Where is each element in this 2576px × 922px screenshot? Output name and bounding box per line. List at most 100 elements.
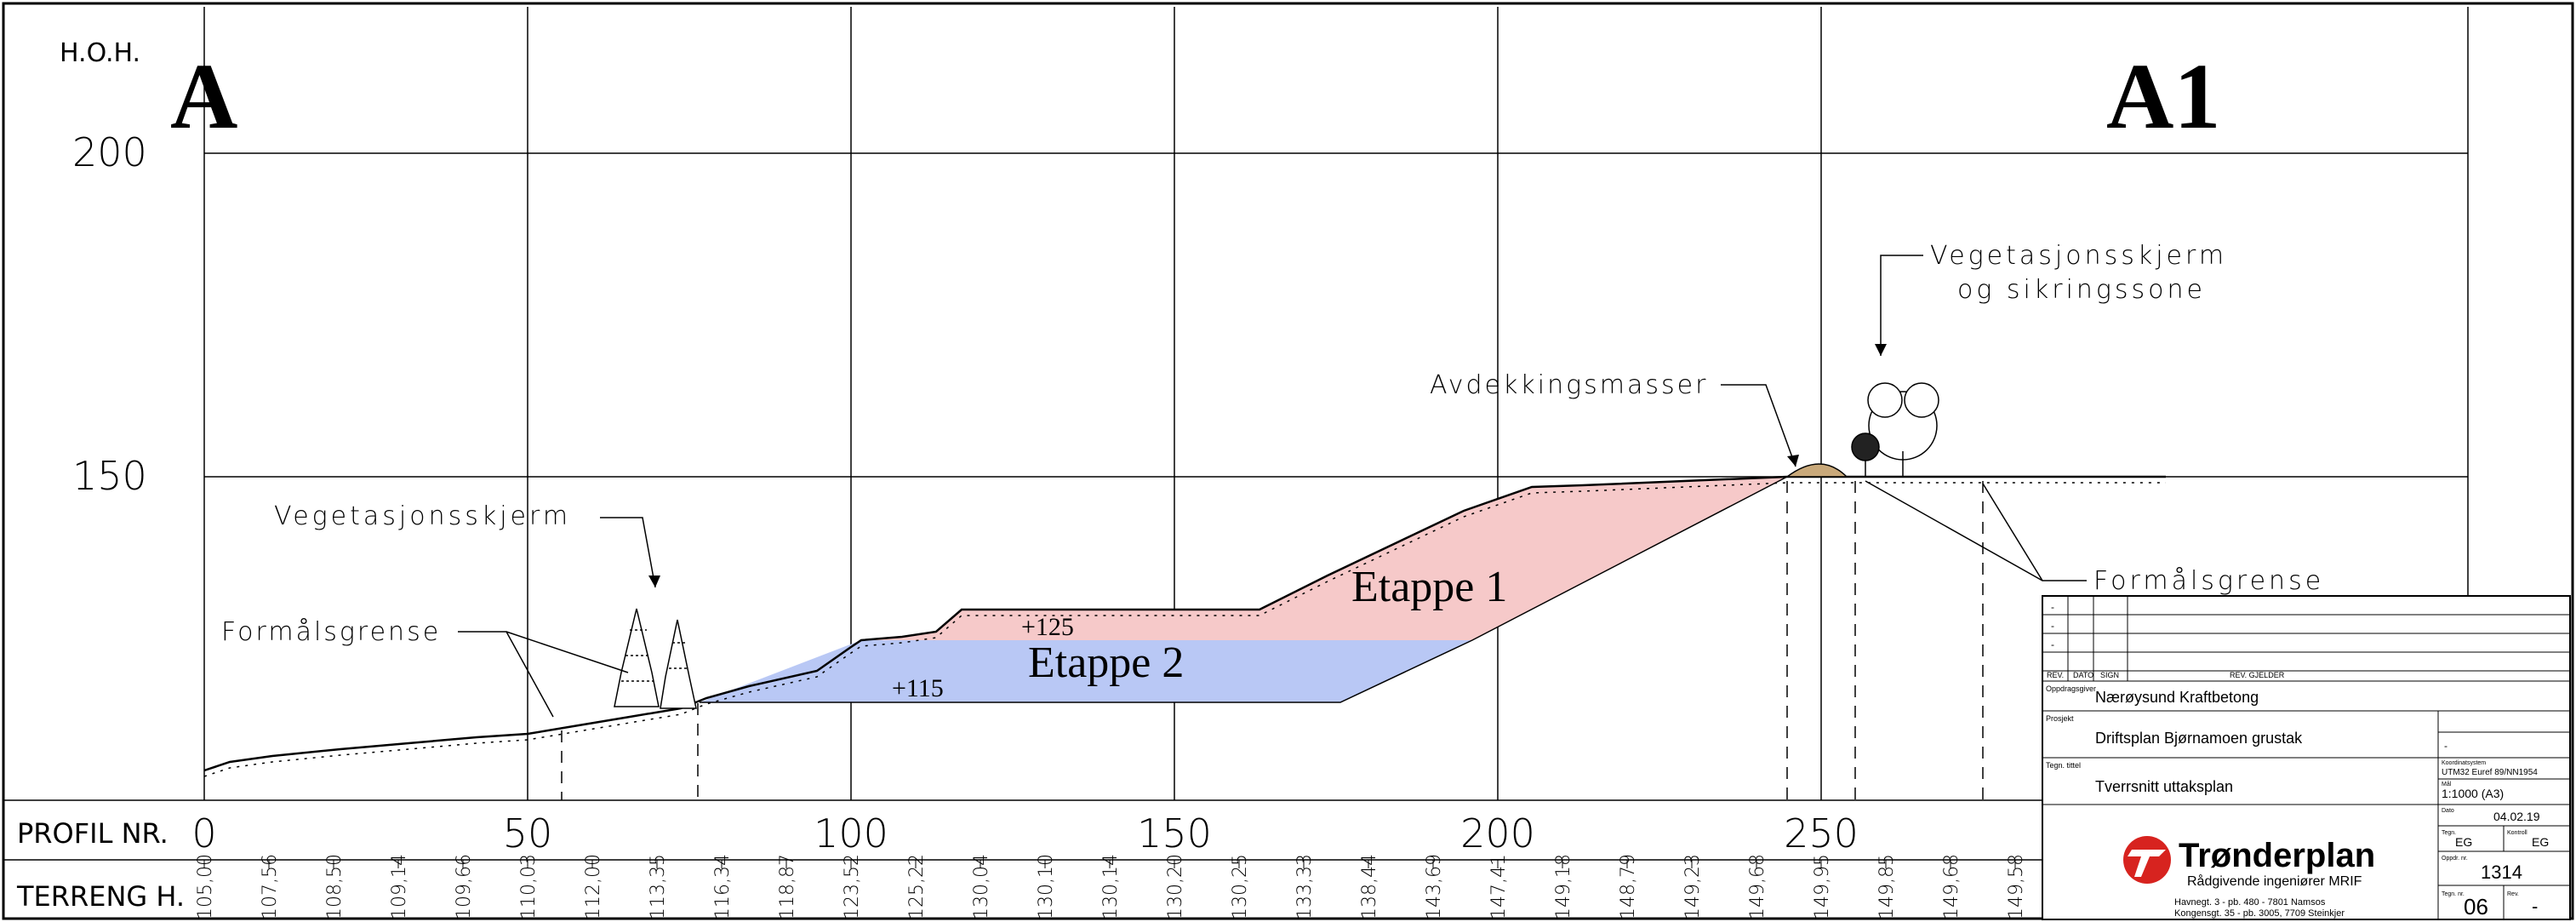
company-logo-icon (2123, 836, 2171, 884)
prosjekt-value: Driftsplan Bjørnamoen grustak (2095, 730, 2303, 747)
koord-value: UTM32 Euref 89/NN1954 (2442, 768, 2538, 777)
rev-head-gjelder: REV. GJELDER (2230, 671, 2285, 679)
ytick-200: 200 (72, 129, 147, 175)
terrain-height-values: 105,00 107,56 108,50 109,14 109,66 110,03 112,… (195, 854, 2027, 919)
terrain-height-value: 149,68 (1941, 854, 1962, 919)
terrain-height-value: 130,04 (971, 854, 992, 919)
terrain-height-value: 123,52 (842, 854, 863, 919)
xtick-250: 250 (1784, 810, 1859, 856)
terrain-height-value: 130,10 (1036, 854, 1057, 919)
title-block: - - - REV. DATO SIGN REV. GJELDER Oppdra… (2042, 595, 2571, 920)
koord-label: Koordinatsystem (2442, 760, 2486, 766)
tegnnr-label: Tegn. nr. (2442, 891, 2465, 897)
terrain-height-value: 130,25 (1230, 854, 1251, 919)
xtick-150: 150 (1137, 810, 1212, 856)
rev-dash: - (2051, 601, 2054, 613)
terrain-height-value: 149,18 (1553, 854, 1574, 919)
xtick-200: 200 (1460, 810, 1535, 856)
leader-lines (458, 255, 2087, 718)
row-label-terreng: TERRENG H. (16, 880, 185, 913)
label-vegskjerm-right-2: og sikringssone (1957, 275, 2206, 305)
top-right-dash: - (2444, 740, 2447, 752)
ytick-150: 150 (72, 453, 147, 499)
section-label-left: A (170, 44, 237, 148)
terrain-height-value: 149,58 (2006, 854, 2027, 919)
xtick-50: 50 (503, 810, 553, 856)
terrain-height-value: 109,14 (389, 854, 410, 919)
arrow-head (1875, 344, 1887, 356)
terrain-height-value: 107,56 (260, 854, 281, 919)
rev-head-rev: REV. (2047, 671, 2064, 679)
arrow-head (648, 576, 660, 587)
oppdragsgiver-value: Nærøysund Kraftbetong (2095, 689, 2259, 706)
prosjekt-label: Prosjekt (2046, 714, 2074, 723)
yaxis-label: H.O.H. (60, 38, 140, 68)
dato-label: Dato (2442, 808, 2454, 814)
tegn-value: EG (2455, 835, 2472, 849)
etappe2-area (700, 640, 1472, 702)
maal-label: Mål (2442, 781, 2452, 787)
terrain-height-value: 118,87 (777, 854, 798, 919)
company-name: Trønderplan (2179, 837, 2375, 874)
label-avdekking: Avdekkingsmasser (1430, 370, 1708, 400)
terrain-height-value: 143,69 (1424, 854, 1445, 919)
xtick-0: 0 (191, 810, 216, 856)
terrain-height-value: 149,95 (1812, 854, 1833, 919)
tegn-tittel-label: Tegn. tittel (2046, 761, 2081, 770)
terrain-height-value: 149,68 (1747, 854, 1768, 919)
label-vegskjerm-left: Vegetasjonsskjerm (274, 501, 571, 531)
terrain-height-value: 109,66 (454, 854, 475, 919)
terrain-height-value: 149,23 (1682, 854, 1704, 919)
rev-head-sign: SIGN (2100, 671, 2119, 679)
company-addr1: Havnegt. 3 - pb. 480 - 7801 Namsos (2174, 897, 2326, 908)
row-label-profil: PROFIL NR. (17, 817, 168, 850)
terrain-height-value: 147,41 (1488, 854, 1510, 919)
rev-dash: - (2051, 639, 2054, 650)
rev-label: Rev. (2507, 891, 2519, 897)
rev-head-dato: DATO (2073, 671, 2093, 679)
label-formal-left: Formålsgrense (221, 616, 441, 647)
terrain-height-value: 130,14 (1100, 854, 1122, 919)
terrain-height-value: 116,34 (712, 854, 734, 919)
terrain-height-value: 110,03 (518, 854, 540, 919)
terrain-height-value: 113,35 (648, 854, 669, 919)
tree-icon-left (614, 608, 697, 709)
rev-value: - (2532, 896, 2538, 917)
company-addr2: Kongensgt. 35 - pb. 3005, 7709 Steinkjer (2174, 908, 2345, 919)
oppdr-value: 1314 (2481, 862, 2522, 883)
terrain-height-value: 105,00 (195, 854, 216, 919)
label-formal-right: Formålsgrense (2093, 565, 2324, 596)
label-etappe1: Etappe 1 (1351, 563, 1507, 611)
terrain-height-value: 149,85 (1876, 854, 1898, 919)
terrain-height-value: 112,00 (583, 854, 604, 919)
xtick-labels: 0 50 100 150 200 250 (191, 810, 1859, 856)
kontr-value: EG (2532, 835, 2549, 849)
label-vegskjerm-right-1: Vegetasjonsskjerm (1930, 241, 2227, 271)
rev-dash: - (2051, 620, 2054, 632)
label-etappe2: Etappe 2 (1028, 639, 1184, 687)
tegn-label: Tegn. (2442, 830, 2456, 836)
label-level-125: +125 (1021, 613, 1074, 641)
tegn-tittel-value: Tverrsnitt uttaksplan (2095, 778, 2233, 795)
dato-value: 04.02.19 (2493, 810, 2540, 823)
xtick-100: 100 (814, 810, 888, 856)
company-sub: Rådgivende ingeniører MRIF (2187, 873, 2362, 889)
terrain-height-value: 133,33 (1294, 854, 1316, 919)
terrain-height-value: 108,50 (324, 854, 346, 919)
oppdragsgiver-label: Oppdragsgiver (2046, 684, 2096, 693)
tegnnr-value: 06 (2464, 894, 2488, 919)
avdekking-pile (1785, 463, 1848, 478)
tree-icon-right (1851, 382, 1939, 477)
oppdr-label: Oppdr. nr. (2442, 856, 2468, 862)
kontr-label: Kontroll (2507, 830, 2527, 836)
arrow-head (1787, 455, 1799, 467)
terrain-line (203, 475, 2166, 772)
terrain-hatch (203, 482, 2166, 777)
terrain-height-value: 125,22 (906, 854, 928, 919)
boundary-dash-lines (561, 481, 1984, 800)
terrain-height-value: 138,44 (1359, 854, 1380, 919)
terrain-height-value: 148,79 (1618, 854, 1639, 919)
label-level-115: +115 (892, 674, 944, 702)
